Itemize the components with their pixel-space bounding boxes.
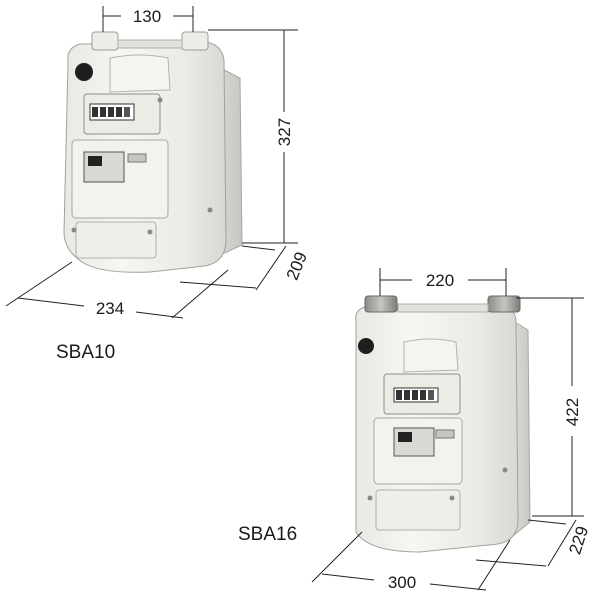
- sba16-depth-label: 229: [565, 524, 592, 557]
- sba16-model-label: SBA16: [238, 524, 297, 545]
- sba10-depth-label: 209: [283, 249, 311, 282]
- sba16-dimensions: [311, 268, 584, 591]
- sba10-meter: [63, 31, 243, 273]
- sba16-width-label: 300: [388, 573, 416, 592]
- sba10-model-label: SBA10: [56, 342, 115, 363]
- sba16-height-label: 422: [563, 398, 582, 426]
- sba10-top-width-label: 130: [133, 7, 161, 26]
- sba10-height-label: 327: [275, 118, 294, 146]
- sba10-width-label: 234: [96, 299, 124, 318]
- sba16-meter: [355, 295, 531, 553]
- sba16-top-width-label: 220: [426, 271, 454, 290]
- sba10-dimensions: [5, 6, 298, 319]
